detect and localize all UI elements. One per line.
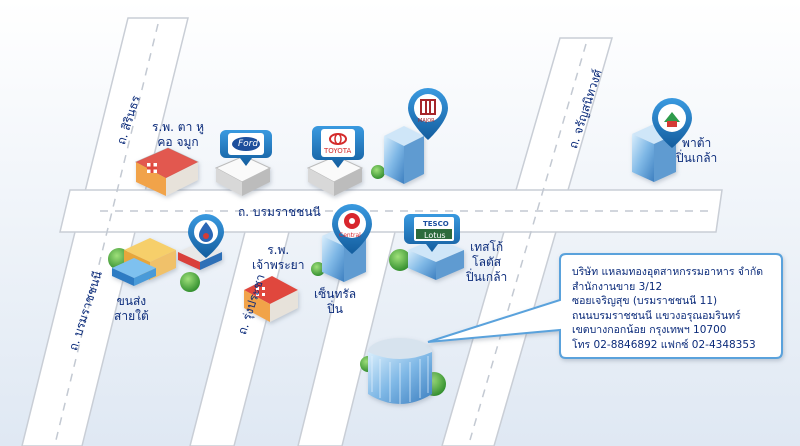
major-pin <box>408 88 448 140</box>
company-info-text: บริษัท แหลมทองอุตสาหกรรมอาหาร จำกัด สำนั… <box>572 265 763 352</box>
map-pins <box>188 88 692 258</box>
toyota-dealer-building <box>306 155 364 196</box>
place-label-tesco-lotus: เทสโก้ โลตัส ปิ่นเกล้า <box>466 240 508 284</box>
ford-pin <box>220 130 272 166</box>
place-label-southern-bus-terminal: ขนส่ง สายใต้ <box>114 294 149 323</box>
company-name: บริษัท แหลมทองอุตสาหกรรมอาหาร จำกัด <box>572 266 764 278</box>
ent-hospital-building <box>134 147 200 196</box>
place-label-ent-hospital: ร.พ. ตา หู คอ จมูก <box>152 120 205 149</box>
major-logo-text: MAJOR <box>418 118 435 124</box>
company-info-bubble <box>427 253 783 359</box>
company-district: เขตบางกอกน้อย กรุงเทพฯ 10700 <box>572 324 727 336</box>
road-label-borommaratchachonnani-horizontal: ถ. บรมราชชนนี <box>238 205 321 219</box>
tesco-logo-text: TESCO <box>423 220 449 228</box>
tesco-pin <box>404 214 460 252</box>
ptt-pin <box>188 214 224 258</box>
toyota-pin <box>312 126 364 168</box>
company-road: ถนนบรมราชชนนี แขวงอรุณอมรินทร์ <box>572 309 741 322</box>
central-pin <box>332 204 372 254</box>
company-soi: ซอยเจริญสุข (บรมราชชนนี 11) <box>572 295 718 307</box>
company-office: สำนักงานขาย 3/12 <box>572 280 663 293</box>
ford-dealer-building <box>214 155 272 196</box>
company-office-building <box>368 338 432 404</box>
pata-pin <box>652 98 692 148</box>
lotus-logo-text: Lotus <box>424 231 446 240</box>
place-label-chao-phraya-hospital: ร.พ. เจ้าพระยา <box>252 243 305 272</box>
central-logo-text: Central <box>339 232 361 239</box>
chao-phraya-hospital-building <box>244 276 298 322</box>
toyota-logo-text: TOYOTA <box>324 147 352 155</box>
place-label-central-pinklao: เซ็นทรัล ปิ่น <box>314 287 357 316</box>
major-cineplex-building <box>384 126 424 184</box>
company-contact: โทร 02-8846892 แฟกซ์ 02-4348353 <box>572 338 756 351</box>
place-label-pata-pinklao: พาต้า ปิ่นเกล้า <box>676 136 718 165</box>
ford-logo-text: Ford <box>238 139 259 149</box>
bus-terminal-building <box>112 238 176 286</box>
